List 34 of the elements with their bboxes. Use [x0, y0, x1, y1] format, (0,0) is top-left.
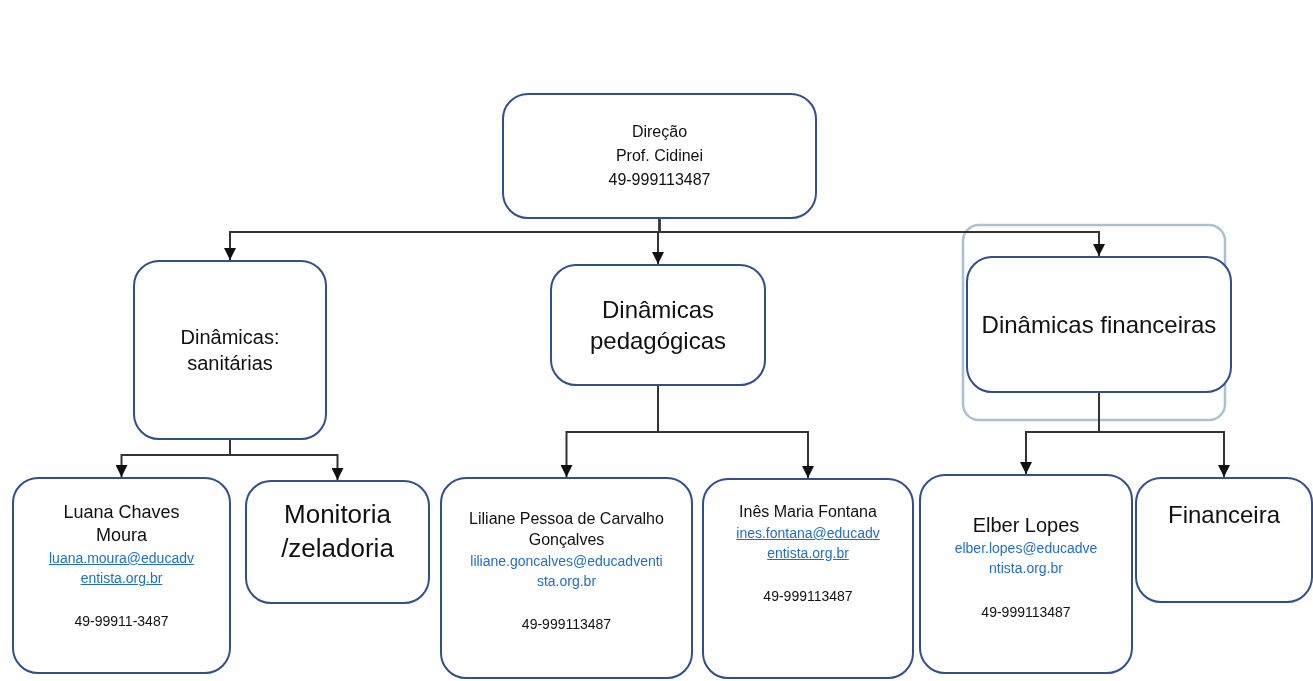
rounded-box: [966, 256, 1232, 393]
connector-arrow: [657, 385, 814, 479]
rounded-box: [550, 264, 766, 386]
box-title: Dinâmicas: sanitárias: [179, 325, 281, 376]
email-link: luana.moura@educadventista.org.br: [48, 548, 195, 589]
person-name: Liliane Pessoa de Carvalho Gonçalves: [469, 509, 664, 550]
rounded-box: [245, 480, 430, 604]
rounded-box: [133, 260, 327, 440]
box-title: Dinâmicas financeiras: [981, 309, 1217, 340]
rounded-box: [502, 93, 817, 219]
connector-arrow: [658, 218, 1105, 257]
phone-number: 49-99911-3487: [74, 612, 169, 631]
person-name: Prof. Cidinei: [615, 146, 704, 166]
rounded-box: [919, 474, 1133, 674]
rounded-box: [12, 477, 231, 674]
phone-number: 49-999113487: [608, 170, 711, 190]
box-title: Dinâmicas pedagógicas: [588, 294, 728, 356]
connector-arrow: [229, 439, 344, 481]
rounded-box: [440, 477, 693, 679]
phone-number: 49-999113487: [981, 602, 1071, 621]
person-name: Elber Lopes: [972, 513, 1080, 538]
phone-number: 49-999113487: [521, 615, 612, 634]
email-link: ines.fontana@educadventista.org.br: [735, 523, 881, 564]
role-title: Direção: [631, 122, 688, 142]
email-link: elber.lopes@educadventista.org.br: [953, 539, 1099, 579]
rounded-box: [1135, 477, 1313, 603]
rounded-box: [702, 478, 914, 679]
box-title: Monitoria /zeladoria: [280, 498, 395, 565]
person-name: Inês Maria Fontana: [739, 502, 877, 522]
connector-arrow: [1098, 392, 1230, 478]
person-name: Luana Chaves Moura: [62, 501, 181, 548]
box-title: Financeira: [1167, 500, 1281, 530]
email-link: liliane.goncalves@educadventista.org.br: [469, 551, 664, 591]
phone-number: 49-999113487: [763, 587, 853, 606]
